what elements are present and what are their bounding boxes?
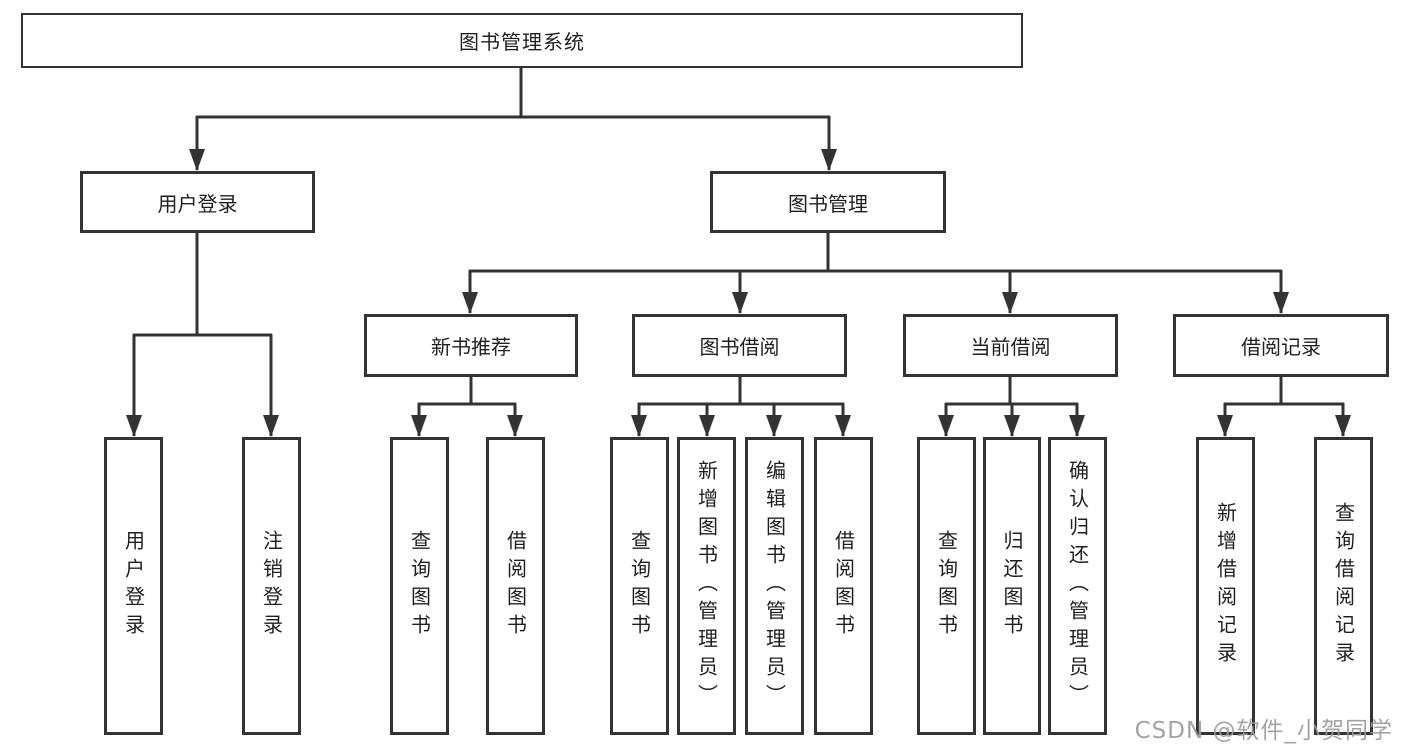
node-book-borrow: 图书借阅 — [632, 314, 847, 377]
leaf-add-borrow-record: 新增借阅记录 — [1196, 437, 1255, 735]
leaf-query-borrow-record: 查询借阅记录 — [1314, 437, 1373, 735]
node-current-borrow: 当前借阅 — [903, 314, 1118, 377]
node-root: 图书管理系统 — [21, 13, 1023, 68]
leaf-borrow-books-recommend: 借阅图书 — [486, 437, 545, 735]
node-new-book-recommend: 新书推荐 — [364, 314, 578, 377]
leaf-query-books-borrow: 查询图书 — [610, 437, 669, 735]
leaf-confirm-return-admin: 确认归还（管理员） — [1048, 437, 1107, 735]
leaf-edit-book-admin: 编辑图书（管理员） — [745, 437, 804, 735]
csdn-watermark: CSDN @软件_小贺同学 — [1134, 718, 1393, 744]
node-user-login: 用户登录 — [80, 171, 315, 233]
leaf-add-book-admin: 新增图书（管理员） — [677, 437, 736, 735]
leaf-user-login: 用户登录 — [104, 437, 163, 735]
leaf-borrow-books: 借阅图书 — [814, 437, 873, 735]
leaf-return-book: 归还图书 — [983, 437, 1041, 735]
leaf-logout: 注销登录 — [242, 437, 301, 735]
leaf-query-books-recommend: 查询图书 — [390, 437, 449, 735]
node-borrow-records: 借阅记录 — [1173, 314, 1389, 377]
node-book-management: 图书管理 — [710, 171, 946, 233]
leaf-query-books-current: 查询图书 — [917, 437, 976, 735]
